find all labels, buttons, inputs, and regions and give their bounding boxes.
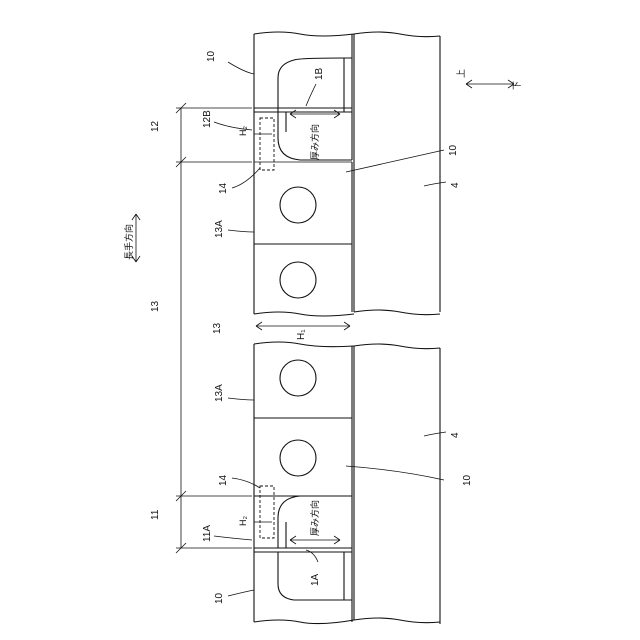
label-12: 12 [150,120,161,132]
label-10-top: 10 [206,50,217,62]
label-4-bottom: 4 [450,432,461,438]
label-13-mid: 13 [212,322,223,334]
label-13-left: 13 [150,300,161,312]
label-10-bottom: 10 [214,592,225,604]
label-14-top: 14 [218,182,229,194]
label-13a-top: 13A [214,220,225,238]
label-11: 11 [150,509,161,520]
label-1b: 1B [314,67,325,80]
lower-joint-1a [254,486,352,622]
hole-circle [280,360,316,396]
label-1a: 1A [310,573,321,586]
label-10-right: 10 [448,144,459,156]
hollow-cells [254,162,352,496]
label-down: 下 [512,81,522,90]
label-12b: 12B [202,110,213,128]
label-h2-bottom: H₂ [238,516,248,526]
leader-lines [214,62,446,596]
label-thickness-bottom: 厚み方向 [309,500,320,536]
label-11a: 11A [202,525,213,542]
reference-labels: 10 1B 上 下 12 12B H₂ 厚み方向 10 4 14 13A 長手方… [123,50,522,604]
label-14-bottom: 14 [218,474,229,486]
hole-circle [280,440,316,476]
label-10-bottom-right: 10 [462,474,473,486]
label-h2-top: H₂ [238,126,248,136]
hole-circle [280,262,316,298]
hole-circle [280,187,316,223]
label-13a-bottom: 13A [214,384,225,402]
label-4-top: 4 [450,182,461,188]
label-thickness-top: 厚み方向 [309,124,320,160]
label-h1: H₁ [296,329,307,340]
label-up: 上 [456,69,466,78]
upper-joint-1b [254,34,352,170]
label-longitudinal: 長手方向 [123,224,134,260]
